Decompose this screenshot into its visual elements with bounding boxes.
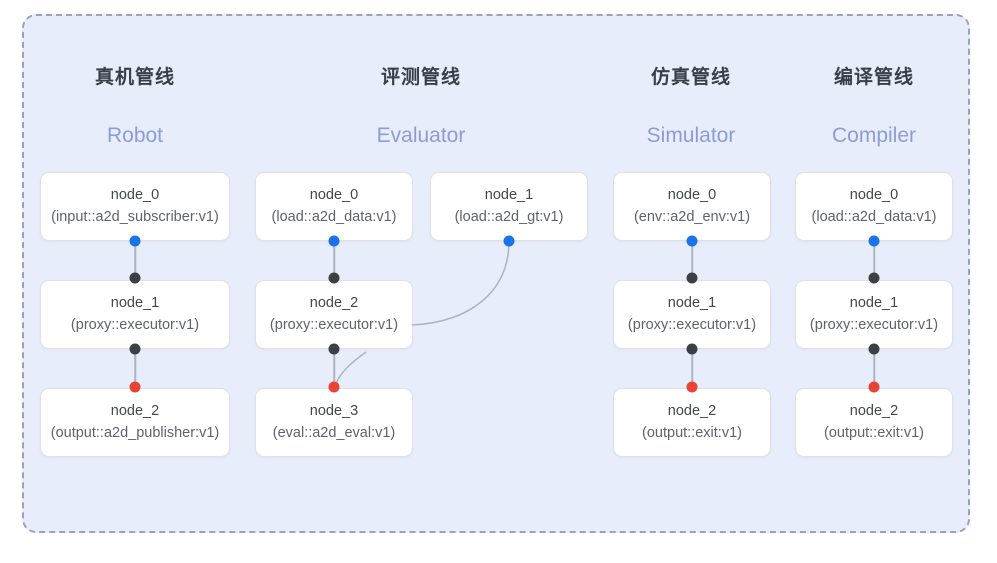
node-type: (output::exit:v1) <box>642 424 742 441</box>
node-name: node_2 <box>667 402 717 419</box>
node-type: (load::a2d_gt:v1) <box>454 208 564 225</box>
node-robot-0[interactable]: node_0 (input::a2d_subscriber:v1) <box>40 172 230 241</box>
edge-evaluator-0-to-2 <box>333 241 335 278</box>
edge-compiler-1-to-2 <box>873 349 875 387</box>
edge-simulator-1-to-2 <box>691 349 693 387</box>
port-input-simulator-1[interactable] <box>686 272 698 284</box>
port-output-simulator-1[interactable] <box>686 343 698 355</box>
port-input-robot-2[interactable] <box>129 381 141 393</box>
node-name: node_2 <box>849 402 899 419</box>
port-output-evaluator-0[interactable] <box>328 235 340 247</box>
edge-compiler-0-to-1 <box>873 241 875 278</box>
node-compiler-2[interactable]: node_2 (output::exit:v1) <box>795 388 953 457</box>
column-subtitle-evaluator: Evaluator <box>376 124 466 147</box>
node-type: (load::a2d_data:v1) <box>811 208 937 225</box>
port-input-simulator-2[interactable] <box>686 381 698 393</box>
column-title-evaluator: 评测管线 <box>380 67 461 88</box>
column-subtitle-compiler: Compiler <box>831 124 917 147</box>
column-title-compiler: 编译管线 <box>833 67 914 88</box>
node-simulator-1[interactable]: node_1 (proxy::executor:v1) <box>613 280 771 349</box>
node-evaluator-0[interactable]: node_0 (load::a2d_data:v1) <box>255 172 413 241</box>
node-evaluator-3[interactable]: node_3 (eval::a2d_eval:v1) <box>255 388 413 457</box>
node-name: node_1 <box>667 294 717 311</box>
port-output-compiler-1[interactable] <box>868 343 880 355</box>
node-name: node_0 <box>667 186 717 203</box>
node-name: node_0 <box>309 186 359 203</box>
node-type: (output::exit:v1) <box>824 424 924 441</box>
port-input-robot-1[interactable] <box>129 272 141 284</box>
port-input-evaluator-2[interactable] <box>328 272 340 284</box>
edge-robot-0-to-1 <box>134 241 136 278</box>
column-title-robot: 真机管线 <box>94 67 175 88</box>
node-compiler-1[interactable]: node_1 (proxy::executor:v1) <box>795 280 953 349</box>
node-name: node_1 <box>849 294 899 311</box>
node-type: (input::a2d_subscriber:v1) <box>51 208 219 225</box>
column-subtitle-simulator: Simulator <box>646 124 736 147</box>
node-name: node_1 <box>110 294 160 311</box>
node-simulator-0[interactable]: node_0 (env::a2d_env:v1) <box>613 172 771 241</box>
node-compiler-0[interactable]: node_0 (load::a2d_data:v1) <box>795 172 953 241</box>
node-robot-2[interactable]: node_2 (output::a2d_publisher:v1) <box>40 388 230 457</box>
edge-robot-1-to-2 <box>134 349 136 387</box>
port-output-robot-1[interactable] <box>129 343 141 355</box>
column-title-simulator: 仿真管线 <box>650 67 731 88</box>
node-name: node_2 <box>309 294 359 311</box>
column-subtitle-robot: Robot <box>106 124 164 147</box>
port-input-compiler-2[interactable] <box>868 381 880 393</box>
node-type: (proxy::executor:v1) <box>269 316 399 333</box>
port-input-evaluator-3[interactable] <box>328 381 340 393</box>
port-output-evaluator-2[interactable] <box>328 343 340 355</box>
node-type: (proxy::executor:v1) <box>809 316 939 333</box>
port-output-compiler-0[interactable] <box>868 235 880 247</box>
port-output-robot-0[interactable] <box>129 235 141 247</box>
node-name: node_1 <box>484 186 534 203</box>
node-name: node_2 <box>110 402 160 419</box>
node-type: (output::a2d_publisher:v1) <box>50 424 220 441</box>
node-simulator-2[interactable]: node_2 (output::exit:v1) <box>613 388 771 457</box>
node-evaluator-2[interactable]: node_2 (proxy::executor:v1) <box>255 280 413 349</box>
node-robot-1[interactable]: node_1 (proxy::executor:v1) <box>40 280 230 349</box>
node-name: node_0 <box>110 186 160 203</box>
node-evaluator-1[interactable]: node_1 (load::a2d_gt:v1) <box>430 172 588 241</box>
port-input-compiler-1[interactable] <box>868 272 880 284</box>
edge-evaluator-2-to-3 <box>333 349 335 387</box>
node-type: (env::a2d_env:v1) <box>633 208 751 225</box>
node-name: node_3 <box>309 402 359 419</box>
node-name: node_0 <box>849 186 899 203</box>
port-output-evaluator-1[interactable] <box>503 235 515 247</box>
node-type: (proxy::executor:v1) <box>627 316 757 333</box>
edge-simulator-0-to-1 <box>691 241 693 278</box>
node-type: (load::a2d_data:v1) <box>271 208 397 225</box>
node-type: (eval::a2d_eval:v1) <box>272 424 396 441</box>
port-output-simulator-0[interactable] <box>686 235 698 247</box>
node-type: (proxy::executor:v1) <box>70 316 200 333</box>
